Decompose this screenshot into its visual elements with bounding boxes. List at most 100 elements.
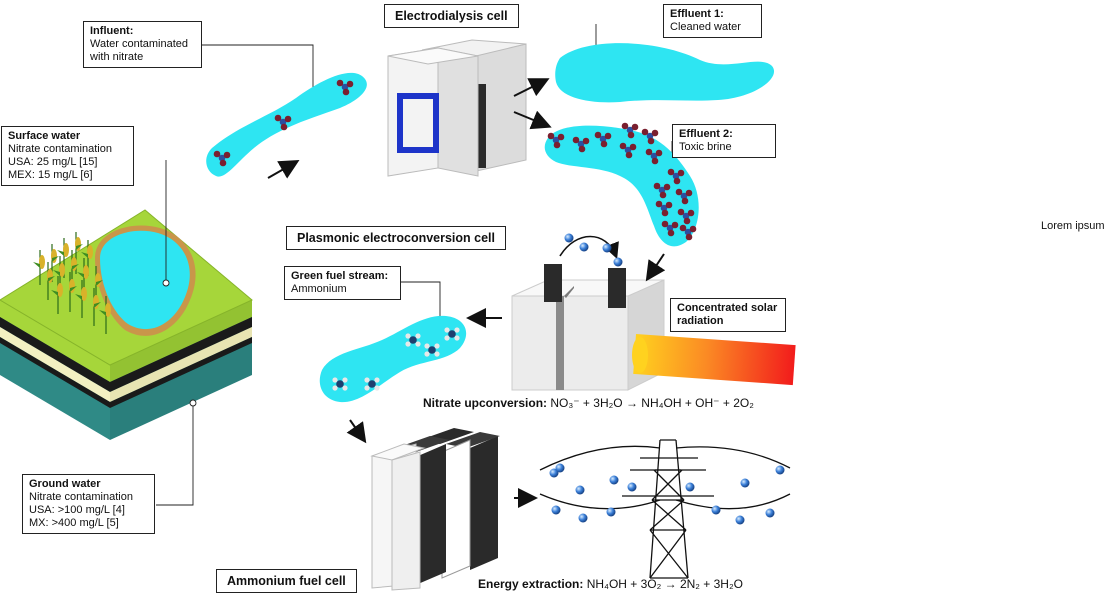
nitrogen-atom [680,192,688,200]
effluent1-title: Effluent 1: [670,8,724,20]
oxygen-atom [679,224,687,232]
nitrate-molecule [675,188,693,205]
solar-beam [633,334,796,386]
ground-water-line: USA: >100 mg/L [4] [29,504,125,516]
oxygen-atom [223,151,231,159]
electron [549,468,559,478]
hydrogen-atom [342,385,348,391]
oxygen-atom [673,177,681,185]
electron [578,513,588,523]
solar-callout: Concentrated solar radiation [670,298,786,332]
nitrogen-atom [279,118,287,126]
hydrogen-atom [364,385,370,391]
electron [555,463,565,473]
green-fuel-stream [319,315,467,403]
oxygen-atom [627,131,635,139]
electron [685,482,695,492]
hydrogen-atom [364,377,370,383]
oxygen-atom [655,200,663,208]
nitrogen-atom [428,346,436,354]
oxygen-atom [677,169,685,177]
nitrate-molecule [645,148,663,165]
oxygen-atom [604,132,612,140]
electrodialysis-cell [387,39,527,177]
surface-water-callout: Surface water Nitrate contamination USA:… [1,126,134,186]
oxygen-atom [671,221,679,229]
placeholder-text: Lorem ipsum [1041,220,1105,232]
oxygen-atom [683,217,691,225]
hydrogen-atom [454,327,460,333]
nitrate-molecule [655,200,673,217]
oxygen-atom [653,182,661,190]
hydrogen-atom [405,333,411,339]
solar-title: Concentrated solar [677,302,778,314]
hydrogen-atom [415,333,421,339]
electron [564,233,574,243]
ammonium-molecule [424,343,440,357]
hydrogen-atom [374,377,380,383]
oxygen-atom [667,229,675,237]
nitrogen-atom [666,224,674,232]
oxygen-atom [661,220,669,228]
influent-line: with nitrate [90,51,144,63]
nitrogen-atom [672,172,680,180]
nitrogen-atom [336,380,344,388]
green-fuel-title: Green fuel stream: [291,270,389,282]
surface-water-line: Nitrate contamination [8,143,112,155]
electron [775,465,785,475]
effluent2-title: Effluent 2: [679,128,733,140]
nitrate-molecule [572,136,590,153]
nitrogen-atom [448,330,456,338]
nitrogen-atom [682,212,690,220]
oxygen-atom [647,137,655,145]
oxygen-atom [667,168,675,176]
nitrate-molecule [619,142,637,159]
oxygen-atom [681,197,689,205]
oxygen-atom [336,79,344,87]
nitrogen-atom [624,146,632,154]
energy-label: Energy extraction: [478,577,584,591]
ground-water-callout: Ground water Nitrate contamination USA: … [22,474,155,534]
hydrogen-atom [424,343,430,349]
hydrogen-atom [332,377,338,383]
nitrate-molecule [679,224,697,241]
oxygen-atom [213,150,221,158]
oxygen-atom [629,143,637,151]
plasmonic-title: Plasmonic electroconversion cell [286,226,506,250]
nitrate-molecule [336,79,354,96]
nitrogen-atom [650,152,658,160]
oxygen-atom [685,233,693,241]
ammonium-molecules [332,327,460,391]
nitrogen-atom [646,132,654,140]
hydrogen-atom [444,327,450,333]
effluent2-callout: Effluent 2: Toxic brine [672,124,776,158]
hydrogen-atom [342,377,348,383]
surface-water-line: MEX: 15 mg/L [6] [8,169,93,181]
oxygen-atom [641,128,649,136]
nitrate-molecule [653,182,671,199]
hydrogen-atom [374,385,380,391]
oxygen-atom [661,209,669,217]
nitrogen-atom [599,135,607,143]
hydrogen-atom [434,351,440,357]
solar-title-line2: radiation [677,315,724,327]
oxygen-atom [645,148,653,156]
ground-water-line: MX: >400 mg/L [5] [29,517,119,529]
nitrogen-atom [368,380,376,388]
hydrogen-atom [415,341,421,347]
electron [602,243,612,253]
oxygen-atom [346,80,354,88]
oxygen-atom [274,114,282,122]
hydrogen-atom [405,341,411,347]
oxygen-atom [284,115,292,123]
green-fuel-line: Ammonium [291,283,347,295]
ammonium-molecule [444,327,460,341]
hydrogen-atom [434,343,440,349]
nitrate-molecule [547,132,565,149]
flow-arrows [267,78,666,508]
nitrogen-atom [552,136,560,144]
oxygen-atom [557,133,565,141]
nitrate-molecule [594,131,612,148]
electron [579,242,589,252]
hydrogen-atom [454,335,460,341]
